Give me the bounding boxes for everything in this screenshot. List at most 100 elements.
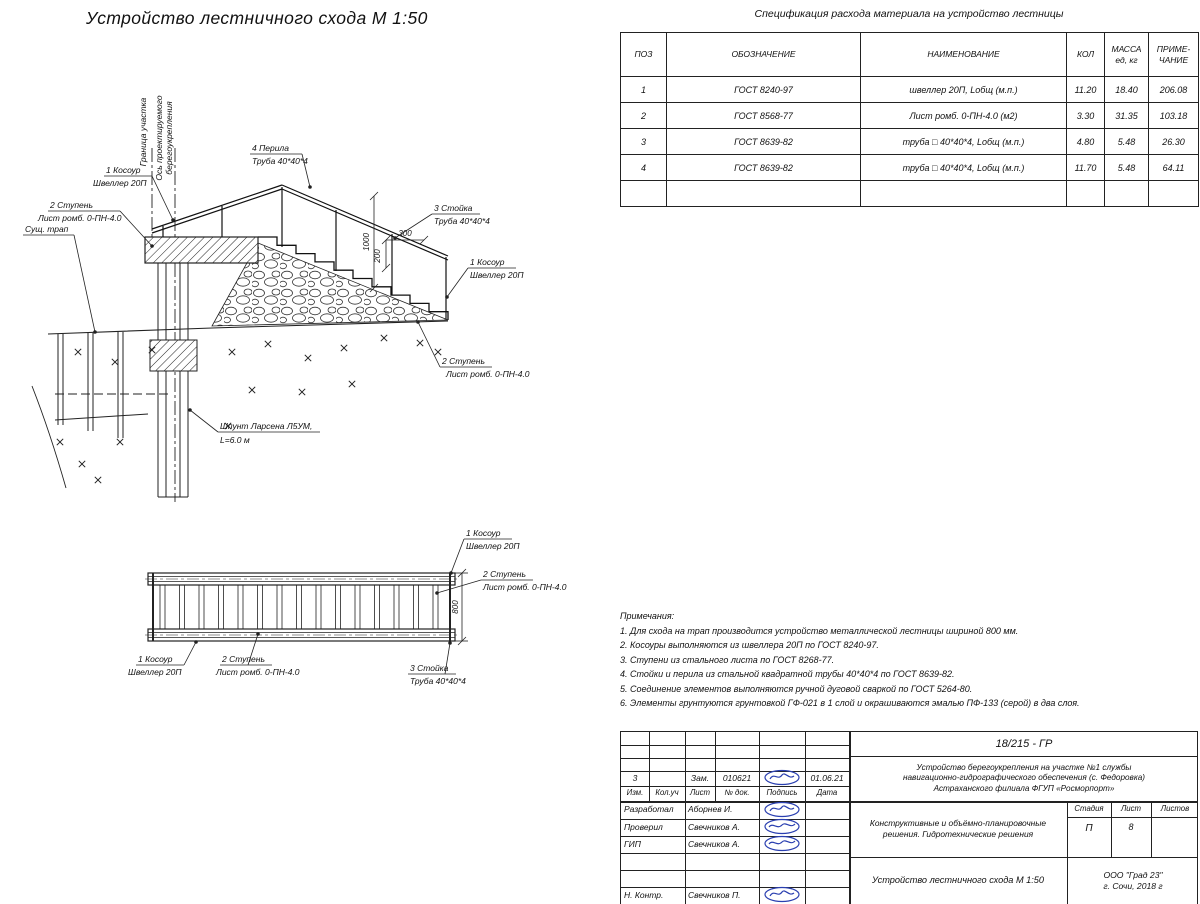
plan-label-kosour-bottom-name: 1 Косоур xyxy=(138,654,173,664)
spec-header-qty: КОЛ xyxy=(1066,32,1105,77)
role-label: Н. Контр. xyxy=(624,890,664,901)
plan-label-stoika-name: 3 Стойка xyxy=(410,663,449,673)
label-kosour-right-type: Швеллер 20П xyxy=(470,270,524,280)
plan-label-stupen-bottom-type: Лист ромб. 0-ПН-4.0 xyxy=(215,667,300,677)
spec-header-row: ПОЗ ОБОЗНАЧЕНИЕ НАИМЕНОВАНИЕ КОЛ МАССА е… xyxy=(620,32,1199,77)
label-shpunt-line2: L=6.0 м xyxy=(220,435,250,445)
doc-number: 18/215 - ГР xyxy=(995,737,1053,750)
project-line3: Астраханского филиала ФГУП «Росморпорт» xyxy=(933,783,1115,793)
dim-stair-width xyxy=(455,568,468,646)
label-perila-name: 4 Перила xyxy=(252,143,289,153)
label-stoika-type: Труба 40*40*4 xyxy=(434,216,490,226)
leader-lines-plan xyxy=(136,538,533,675)
company-name: ООО "Град 23" xyxy=(1103,869,1163,880)
note-item: 6. Элементы грунтуются грунтовкой ГФ-021… xyxy=(620,698,1080,708)
plan-label-kosour-top-type: Швеллер 20П xyxy=(466,541,520,551)
label-stoika-name: 3 Стойка xyxy=(434,203,473,213)
axis-label-line2: берегоукрепления xyxy=(164,101,174,175)
sheet-pile xyxy=(157,263,189,498)
section-line2: решения. Гидротехнические решения xyxy=(882,829,1034,839)
spec-header-pos: ПОЗ xyxy=(620,32,667,77)
spec-header-designation: ОБОЗНАЧЕНИЕ xyxy=(666,32,861,77)
sheet-label: Лист xyxy=(1120,803,1142,813)
dim-rail-height xyxy=(369,191,379,293)
label-stupen-right-type: Лист ромб. 0-ПН-4.0 xyxy=(445,369,530,379)
col-list: Лист xyxy=(689,788,711,798)
rev-kind: Зам. xyxy=(690,772,710,783)
staircase-drawing: Граница участка Ось проектируемого берег… xyxy=(23,95,567,686)
note-item: 1. Для схода на трап производится устрой… xyxy=(620,625,1019,636)
col-podpis: Подпись xyxy=(766,788,798,798)
spec-row: 1 ГОСТ 8240-97 швеллер 20П, Lобщ (м.п.) … xyxy=(620,76,1199,103)
axis-lines xyxy=(151,148,176,502)
soil-marks xyxy=(56,334,442,484)
spec-row: 4 ГОСТ 8639-82 труба □ 40*40*4, Lобщ (м.… xyxy=(620,154,1199,181)
plan-steps xyxy=(159,585,439,629)
rev-number: 3 xyxy=(632,772,638,783)
stamp-drawing-title: Устройство лестничного схода М 1:50 xyxy=(871,875,1045,886)
handrail xyxy=(151,184,449,319)
signature-scribble xyxy=(764,818,800,835)
note-item: 3. Ступени из стального листа по ГОСТ 82… xyxy=(620,654,835,665)
title-block: 3 Зам. 010621 01.06.21 Изм. Кол.уч Лист … xyxy=(620,731,1198,904)
plan-label-stoika-type: Труба 40*40*4 xyxy=(410,676,466,686)
col-data: Дата xyxy=(816,788,838,798)
label-kosour-right-name: 1 Косоур xyxy=(470,257,505,267)
col-koluch: Кол.уч xyxy=(655,788,679,798)
plan-label-stupen-top-name: 2 Ступень xyxy=(482,569,526,579)
note-item: 4. Стойки и перила из стальной квадратно… xyxy=(620,669,955,679)
plan-label-kosour-top-name: 1 Косоур xyxy=(466,528,501,538)
spec-row-empty xyxy=(620,180,1199,207)
signature-scribble xyxy=(764,835,800,852)
dim-800-text: 800 xyxy=(451,600,460,614)
role-name: Свечников А. xyxy=(688,821,741,832)
role-name: Свечников П. xyxy=(688,890,741,901)
spec-block: Спецификация расхода материала на устрой… xyxy=(620,8,1199,207)
notes-title: Примечания: xyxy=(620,611,675,621)
role-label: Разработал xyxy=(624,804,674,815)
stage-value: П xyxy=(1085,822,1093,834)
stairs-steps xyxy=(258,236,449,320)
company-place-year: г. Сочи, 2018 г xyxy=(1103,881,1163,891)
label-stupen-left-name: 2 Ступень xyxy=(49,200,93,210)
leader-lines-elevation xyxy=(23,153,516,433)
label-shpunt-line1: Шпунт Ларсена Л5УМ, xyxy=(220,421,312,431)
stage-label: Стадия xyxy=(1074,803,1104,813)
label-kosour-left-name: 1 Косоур xyxy=(106,165,141,175)
dim-200-text: 200 xyxy=(373,249,382,264)
plan-label-stupen-bottom-name: 2 Ступень xyxy=(221,654,265,664)
section-line1: Конструктивные и объёмно-планировочные xyxy=(869,818,1047,829)
ground-line xyxy=(47,320,449,335)
rev-doc: 010621 xyxy=(722,772,752,783)
spec-title: Спецификация расхода материала на устрой… xyxy=(754,8,1064,20)
pile-cap xyxy=(149,339,198,372)
spec-row: 3 ГОСТ 8639-82 труба □ 40*40*4, Lобщ (м.… xyxy=(620,128,1199,155)
axis-label-boundary: Граница участка xyxy=(138,97,148,166)
spec-header-name: НАИМЕНОВАНИЕ xyxy=(860,32,1067,77)
sheets-label: Листов xyxy=(1160,803,1190,813)
col-izm: Изм. xyxy=(626,788,644,798)
signature-scribble xyxy=(764,769,800,786)
col-ndok: № док. xyxy=(724,788,750,798)
dim-1000-text: 1000 xyxy=(362,233,371,251)
spec-row: 2 ГОСТ 8568-77 Лист ромб. 0-ПН-4.0 (м2) … xyxy=(620,102,1199,129)
plan-stringers xyxy=(145,572,458,642)
axis-label-line1: Ось проектируемого xyxy=(154,95,164,180)
existing-gangway xyxy=(54,332,149,438)
plan-label-kosour-bottom-type: Швеллер 20П xyxy=(128,667,182,677)
role-label: Проверил xyxy=(624,821,663,832)
role-label: ГИП xyxy=(624,838,641,849)
project-line1: Устройство берегоукрепления на участке №… xyxy=(916,762,1132,772)
signature-scribble xyxy=(764,801,800,818)
note-item: 5. Соединение элементов выполняются ручн… xyxy=(620,683,973,694)
label-perila-type: Труба 40*40*4 xyxy=(252,156,308,166)
spec-header-note: ПРИМЕ- ЧАНИЕ xyxy=(1148,32,1199,77)
dim-300-text: 300 xyxy=(398,229,412,238)
role-name: Аборнев И. xyxy=(688,804,733,815)
sheet-value: 8 xyxy=(1128,822,1134,833)
label-kosour-left-type: Швеллер 20П xyxy=(93,178,147,188)
page-title: Устройство лестничного схода М 1:50 xyxy=(86,8,428,28)
note-item: 2. Косоуры выполняются из швеллера 20П п… xyxy=(620,640,879,650)
role-name: Свечников А. xyxy=(688,838,741,849)
